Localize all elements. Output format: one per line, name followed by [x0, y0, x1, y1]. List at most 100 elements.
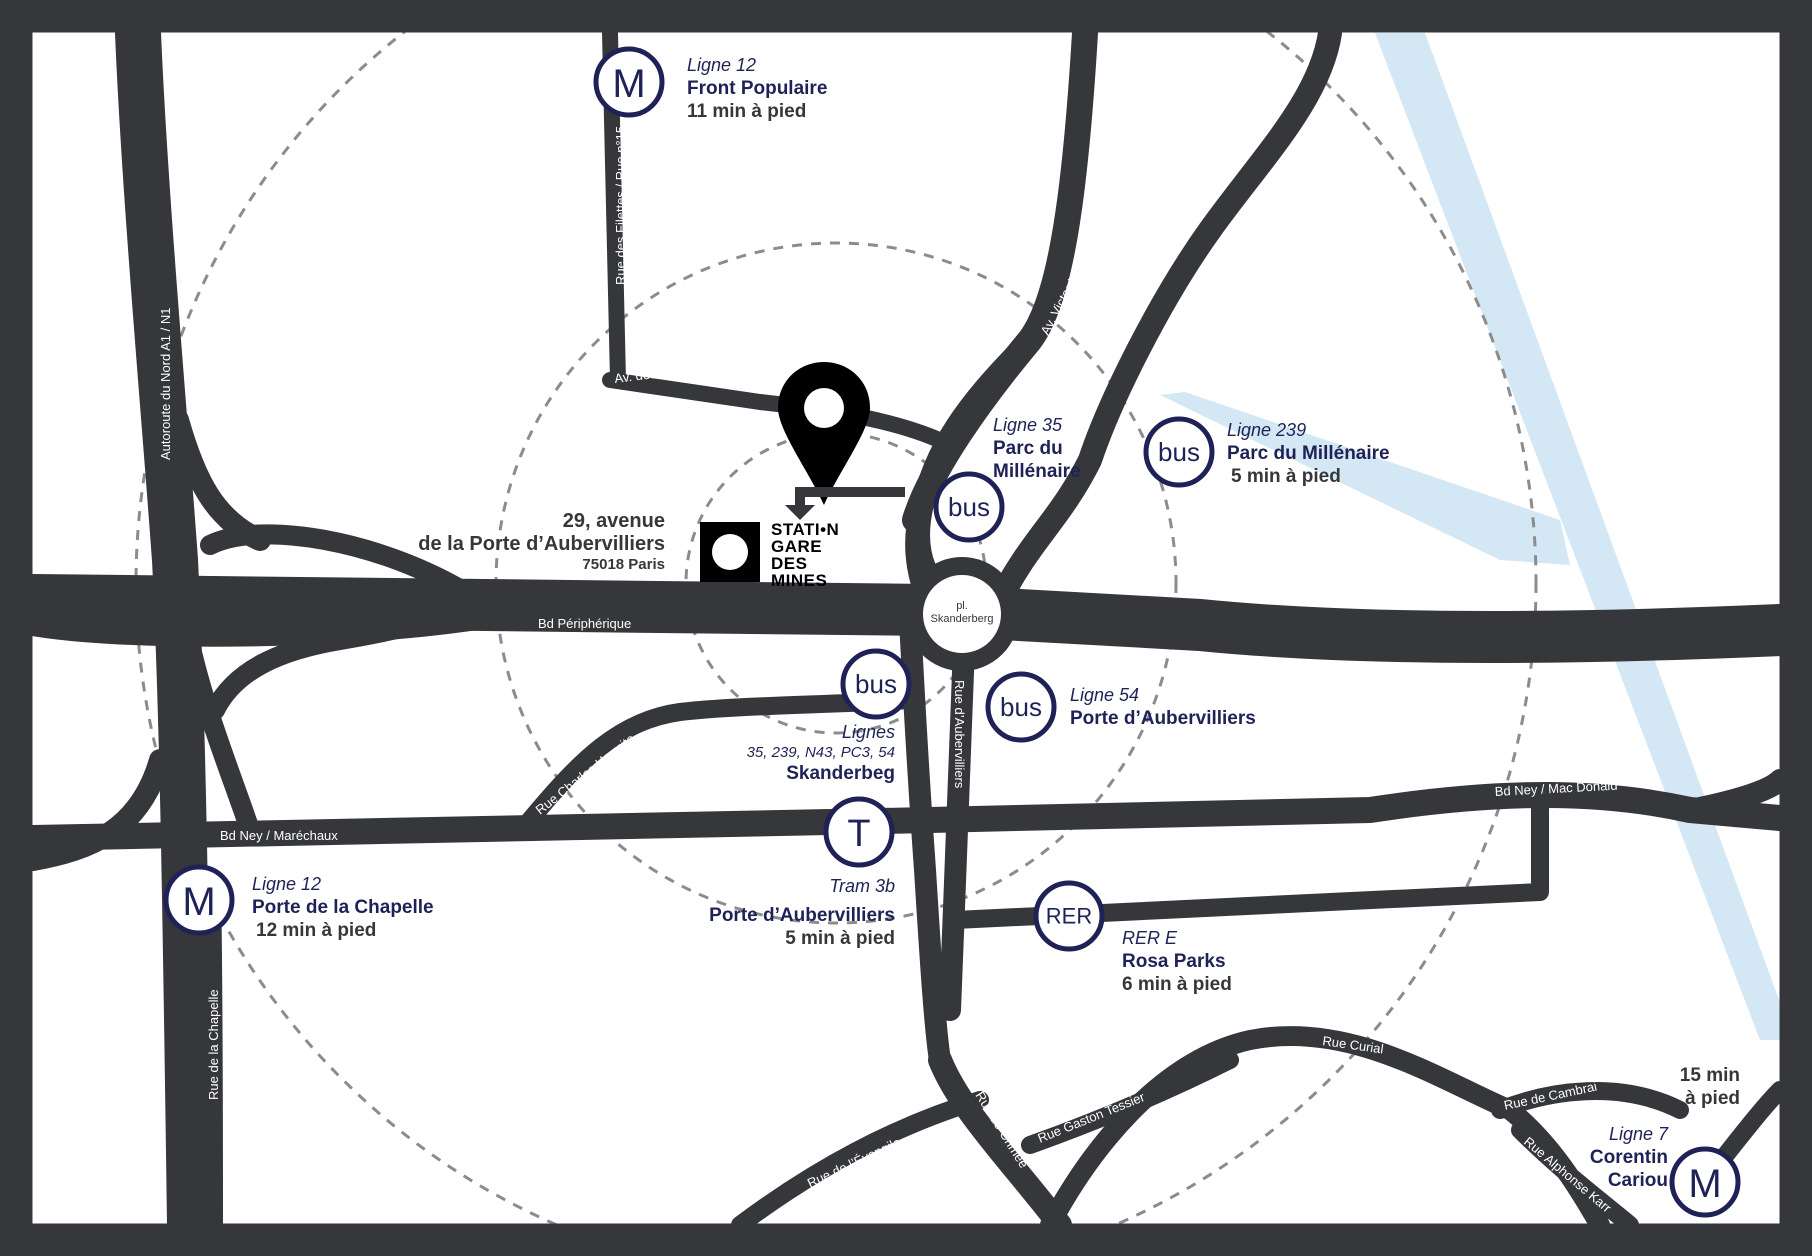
stop-line: Ligne 54 [1070, 685, 1140, 705]
stop-name: Skanderbeg [786, 763, 895, 785]
tram-label: Tram 3b Porte d’Aubervilliers 5 min à pi… [660, 876, 895, 950]
label-bd-peripherique: Bd Périphérique [538, 616, 631, 631]
venue-pin [778, 362, 905, 520]
stop-walk: 5 min à pied [1231, 466, 1341, 488]
metro-glyph: M [612, 62, 645, 106]
logo-dot-o: • [820, 520, 827, 539]
bus-glyph: bus [948, 492, 990, 522]
logo-line-3: DES [771, 554, 808, 573]
label-autoroute: Autoroute du Nord A1 / N1 [158, 308, 173, 460]
bus-glyph: bus [1000, 692, 1042, 722]
roundabout-skanderberg [905, 557, 1019, 671]
metro-front-populaire-label: Ligne 12 Front Populaire 11 min à pied [687, 55, 827, 123]
address-line-3: 75018 Paris [582, 556, 665, 573]
road-network [7, 10, 1806, 1248]
road-ney-ramp-right [1679, 769, 1791, 821]
map-pin-hole [804, 388, 844, 428]
road-loop-down [175, 610, 260, 840]
bus-circle [1143, 416, 1215, 488]
bus-54-label: Ligne 54 Porte d’Aubervilliers [1070, 685, 1256, 730]
bus-239-label: Ligne 239 Parc du Millénaire 5 min à pie… [1227, 420, 1390, 488]
stop-line: Ligne 12 [687, 55, 757, 75]
stop-name-1: Corentin [1589, 1146, 1668, 1168]
bus-circle [840, 648, 912, 720]
road-crimee [928, 1048, 1072, 1237]
transit-stop-icons: M bus bus bus bus T M RER [163, 46, 1741, 1218]
road-evangile [731, 1091, 989, 1234]
stop-walk: 5 min à pied [785, 928, 895, 950]
stop-name-2: Cariou [1607, 1170, 1668, 1192]
bus-35-icon: bus [933, 471, 1005, 543]
venue-logo [700, 522, 760, 582]
address-line-1: 29, avenue [562, 510, 665, 532]
logo-line-4: MINES [771, 571, 828, 590]
road-skanderbeg-south [899, 609, 951, 1071]
stop-line: Tram 3b [829, 876, 895, 896]
stop-line: Ligne 12 [252, 874, 322, 894]
metro-corentin-cariou-icon: M [1669, 1146, 1741, 1218]
venue-logo-text: STATI•N GARE DES MINES [771, 521, 839, 589]
metro-corentin-walk-label: 15 min à pied [1640, 1064, 1740, 1110]
stop-line: Ligne 35 [993, 415, 1063, 435]
stop-name: Front Populaire [687, 77, 828, 99]
label-pl-skanderberg-2: Skanderberg [931, 613, 994, 625]
metro-circle [593, 46, 665, 118]
label-rue-aubervilliers: Rue d’Aubervilliers [952, 680, 967, 789]
bus-35-label: Ligne 35 Parc du Millénaire [993, 415, 1081, 483]
stop-walk: 12 min à pied [256, 920, 377, 942]
label-rue-charles-hermite: Rue Charles Hermite [533, 731, 638, 818]
address-line-2: de la Porte d’Aubervilliers [418, 533, 665, 555]
logo-line-1-a: STATI [771, 520, 821, 539]
stop-name: Rosa Parks [1122, 950, 1226, 972]
stop-line: RER E [1122, 928, 1178, 948]
tram-circle [823, 796, 895, 868]
canal-water [1375, 33, 1790, 1040]
bus-glyph: bus [855, 669, 897, 699]
venue-arrowhead [785, 505, 815, 520]
logo-dot [712, 534, 748, 570]
label-av-mag-generaux: Av. des mag. Généraux [614, 355, 751, 386]
bus-circle [985, 671, 1057, 743]
label-rue-chapelle: Rue de la Chapelle [206, 989, 221, 1100]
stop-line: Ligne 239 [1227, 420, 1307, 440]
bus-239-icon: bus [1143, 416, 1215, 488]
stop-walk-1: 15 min [1679, 1065, 1740, 1086]
rer-label: RER E Rosa Parks 6 min à pied [1122, 928, 1232, 996]
tram-icon: T [823, 796, 895, 868]
metro-front-populaire-icon: M [593, 46, 665, 118]
metro-circle [163, 864, 235, 936]
rer-circle [1033, 880, 1105, 952]
bus-54-icon: bus [985, 671, 1057, 743]
logo-line-2: GARE [771, 537, 823, 556]
canal-branch-water [1160, 392, 1570, 565]
metro-porte-chapelle-icon: M [163, 864, 235, 936]
label-rue-cambrai: Rue de Cambrai [1503, 1079, 1599, 1113]
metro-porte-chapelle-label: Ligne 12 Porte de la Chapelle 12 min à p… [252, 874, 434, 942]
stop-name: Porte de la Chapelle [252, 896, 434, 918]
road-rue-aubervilliers [939, 609, 976, 1021]
stop-name-1: Parc du [993, 437, 1063, 459]
label-pl-skanderberg-1: pl. [956, 600, 968, 612]
bus-skanderbeg-icon: bus [840, 648, 912, 720]
tram-glyph: T [847, 813, 870, 855]
stop-name-2: Millénaire [993, 461, 1081, 483]
road-cambrai [1491, 1082, 1689, 1119]
rer-glyph: RER [1046, 904, 1092, 929]
stop-line: Lignes [841, 722, 895, 742]
road-bus-spur [521, 691, 919, 829]
venue-address: 29, avenue de la Porte d’Aubervilliers 7… [380, 510, 665, 573]
metro-circle [1669, 1146, 1741, 1218]
stop-walk-2: à pied [1685, 1088, 1740, 1110]
venue-arrow [795, 487, 905, 508]
stop-name: Parc du Millénaire [1227, 442, 1390, 464]
logo-line-1: STATI•N [771, 521, 839, 538]
stop-walk: 11 min à pied [687, 101, 807, 123]
stop-walk: 6 min à pied [1122, 974, 1232, 996]
road-loop-upper [200, 524, 480, 605]
label-bd-ney-macdonald: Bd Ney / Mac Donald [1494, 778, 1617, 799]
stop-line: Ligne 7 [1608, 1124, 1668, 1144]
metro-corentin-label: Ligne 7 Corentin Cariou [1560, 1124, 1668, 1192]
